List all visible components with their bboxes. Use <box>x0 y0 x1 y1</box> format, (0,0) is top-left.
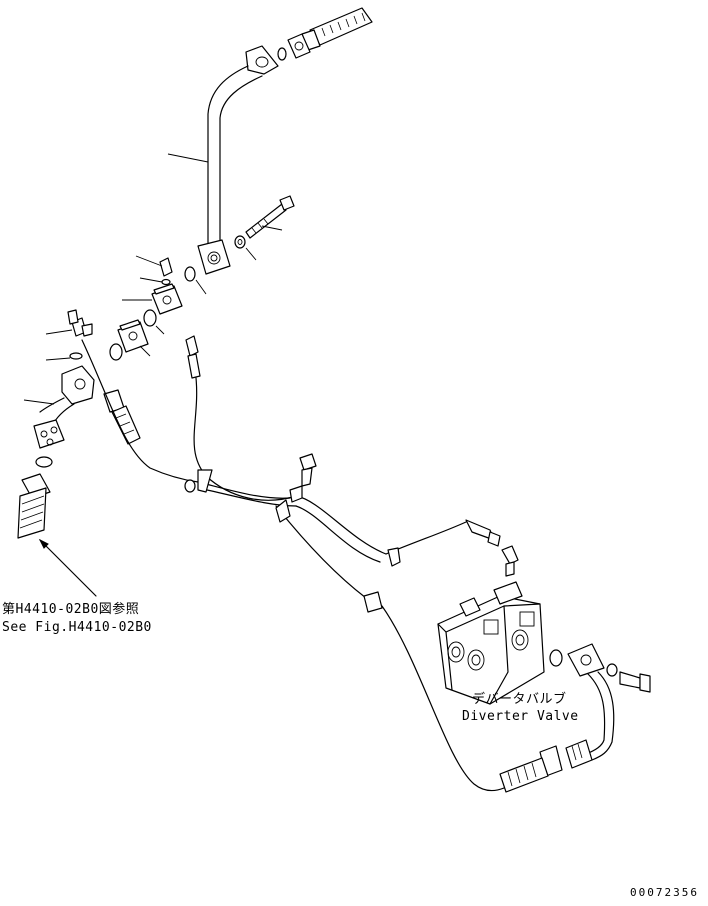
leader-o-ring-middle <box>195 279 207 295</box>
bolt-upper <box>245 195 295 239</box>
hose-fitting-middle <box>103 389 141 445</box>
diverter-valve-label-japanese: デバータバルブ <box>472 692 567 707</box>
leader-bolt-upper <box>261 225 283 231</box>
o-ring-left <box>69 352 83 360</box>
pipe-clamp-3 <box>387 547 401 567</box>
pipe-left <box>33 365 95 449</box>
leader-split-flange-lower <box>139 345 151 357</box>
leader-pipe-left <box>23 399 55 405</box>
fitting-small <box>159 257 173 286</box>
split-flange-upper <box>151 283 183 315</box>
upper-hose <box>301 7 373 51</box>
diverter-valve <box>437 581 545 705</box>
o-ring-middle <box>184 266 196 282</box>
elbow-fitting-valve <box>501 545 519 577</box>
hose-valve-lower <box>499 745 563 793</box>
washer-valve <box>606 663 618 677</box>
reference-leader <box>39 539 97 597</box>
reference-text-japanese: 第H4410-02B0図参照 <box>2 602 140 617</box>
split-flange-top <box>287 33 311 59</box>
fitting-upper-middle <box>185 335 201 379</box>
reference-arrowhead <box>38 538 49 549</box>
flange-head-top <box>245 45 279 75</box>
bolt-valve <box>619 671 651 693</box>
split-flange-lower <box>117 319 149 353</box>
drawing-number: 00072356 <box>630 886 699 899</box>
flange-valve <box>567 643 605 677</box>
leader-washer-upper <box>245 247 257 261</box>
o-ring-flange <box>143 309 157 327</box>
elbow-fitting-left <box>67 309 93 337</box>
pipe <box>197 65 263 275</box>
leader-fitting-small <box>135 255 163 267</box>
hose-runs <box>81 339 505 792</box>
o-ring-valve <box>549 649 563 667</box>
leader-o-ring-small <box>139 277 163 283</box>
fitting-valve-side <box>465 519 501 547</box>
reference-text-english: See Fig.H4410-02B0 <box>2 620 152 635</box>
leader-o-ring-left <box>45 357 71 361</box>
pipe-clamp-4 <box>363 591 383 613</box>
pipe-clamp-2 <box>275 485 303 523</box>
leader-pipe <box>167 153 209 163</box>
hose-left-lower <box>17 473 51 539</box>
pipe-clamp-1 <box>184 469 213 493</box>
washer-upper <box>234 235 246 249</box>
bolt-middle <box>299 453 317 487</box>
o-ring-lower <box>109 343 123 361</box>
leader-o-ring-flange <box>155 325 165 335</box>
o-ring-left-lower <box>35 456 53 468</box>
diverter-valve-label-english: Diverter Valve <box>462 709 579 724</box>
o-ring-top <box>277 47 287 61</box>
leader-elbow-fitting <box>45 329 73 335</box>
return-pipe <box>565 671 615 769</box>
